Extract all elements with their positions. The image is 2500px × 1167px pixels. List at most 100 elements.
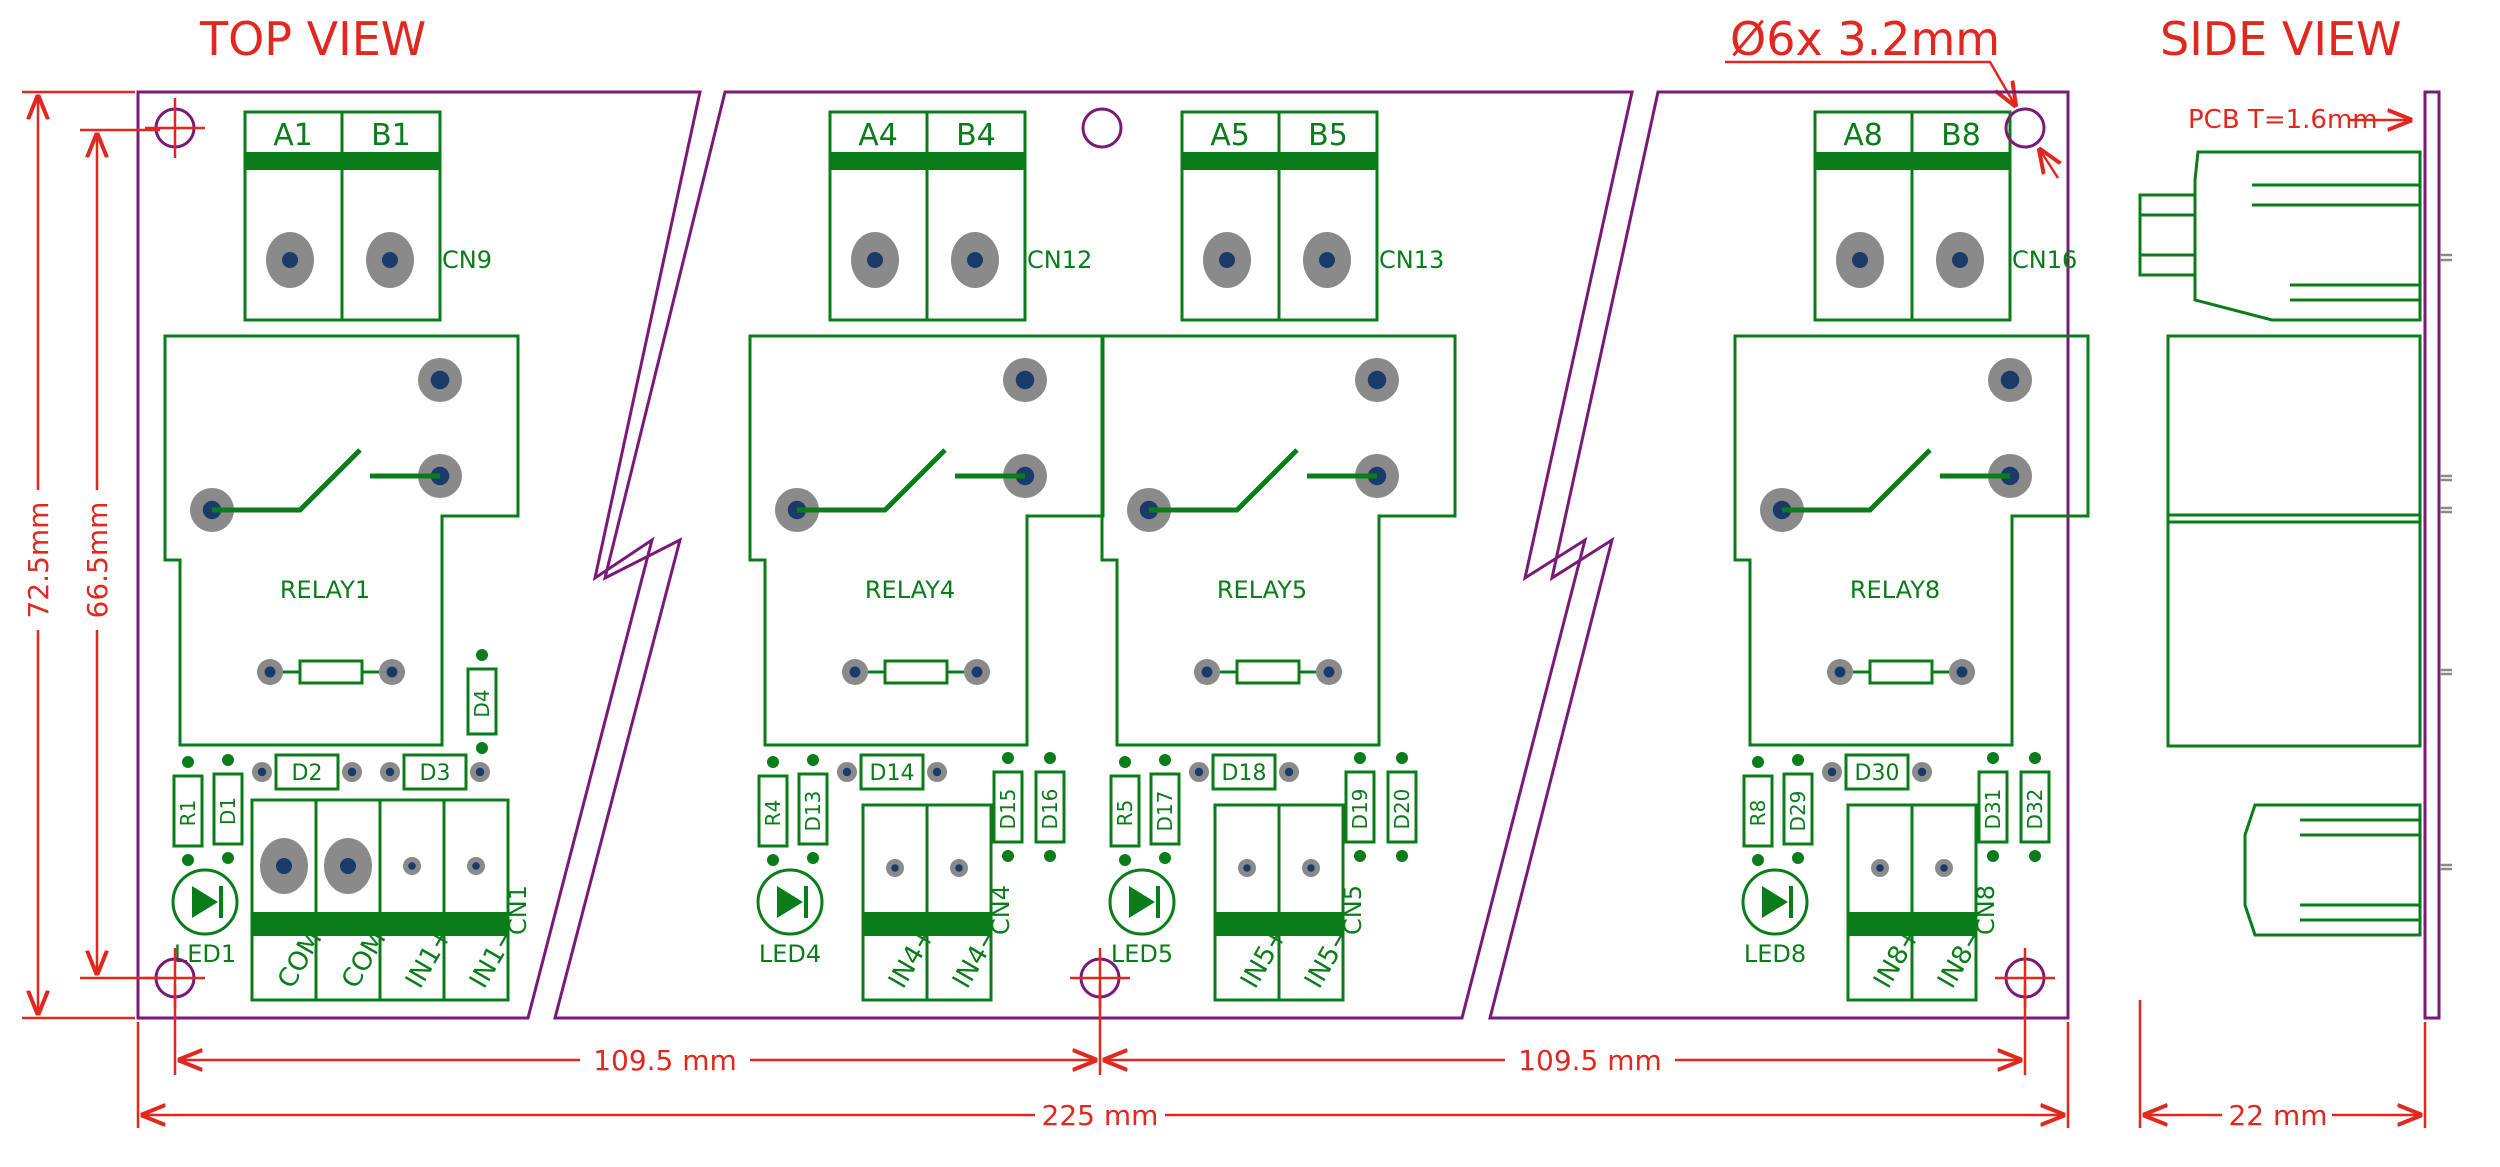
drill-hole [1952,252,1968,268]
drill-hole [1323,666,1335,678]
lead-dot [1354,752,1366,764]
drill-hole [386,666,398,678]
drill-hole [264,666,276,678]
drill-hole [1940,864,1948,872]
terminal-label-a: A4 [858,118,898,153]
diode-label-body [212,772,244,846]
drill-hole [472,862,480,870]
diode-label: D4 [470,689,494,717]
diode-label-body [1782,772,1814,846]
coil-body [883,659,949,685]
relay-switch [212,448,362,513]
lead-dot [1752,756,1764,768]
led-outline [1741,868,1809,936]
drill-hole [1243,864,1251,872]
terminal-label-b: B5 [1308,118,1348,153]
dim-height-outer: 72.5mm [22,502,55,619]
top-connector-label: CN13 [1379,246,1444,274]
led-symbol [1762,886,1788,918]
terminal-label-a: A1 [273,118,313,153]
drill-hole [1219,252,1235,268]
coil-body [1235,659,1301,685]
dim-height-inner: 66.5mm [81,502,114,619]
lead-dot [182,854,194,866]
diode-label: D15 [996,789,1020,830]
lead-dot [182,756,194,768]
hole-note: Ø6x 3.2mm [1730,12,2000,66]
lead-dot [807,754,819,766]
lead-dot [1002,850,1014,862]
led-outline [1108,868,1176,936]
drill-hole [1852,252,1868,268]
diode-label: D16 [1038,789,1062,830]
diode-label-body [274,753,340,791]
lead-dot [1396,752,1408,764]
relay-label: RELAY5 [1217,576,1307,604]
input-connector-label: CN8 [1972,885,2000,935]
lead-dot [222,852,234,864]
drill-hole [955,864,963,872]
resistor-label-body [757,774,789,848]
lead-dot [1119,756,1131,768]
diode-label: D3 [420,761,451,786]
diode-label: D30 [1855,761,1900,786]
relay-outline [163,334,520,747]
diode-label: D20 [1390,789,1414,830]
terminal-label-a: A5 [1210,118,1250,153]
terminal-label-b: B1 [371,118,411,153]
drill-hole [1367,370,1387,390]
drill-hole [276,858,292,874]
mounting-hole [1081,107,1123,149]
relay-switch [1149,448,1299,513]
diode-label-body [797,772,829,846]
lead-dot [1044,850,1056,862]
top-view-title: TOP VIEW [199,12,426,66]
drill-hole [382,252,398,268]
resistor-label-body [1742,774,1774,848]
input-connector-label: CN5 [1339,885,1367,935]
input-connector-label: CN4 [987,885,1015,935]
drill-hole [1917,767,1927,777]
led-label: LED8 [1744,940,1806,968]
lead-dot [1752,854,1764,866]
diode-label: D2 [292,761,323,786]
pcb-section-left [136,90,702,1020]
relay-label: RELAY1 [280,576,370,604]
drill-hole [2000,370,2020,390]
lead-dot [1396,850,1408,862]
drill-hole [842,767,852,777]
resistor-label: R8 [1746,800,1770,827]
drill-hole [1284,767,1294,777]
drill-hole [475,767,485,777]
led-outline [756,868,824,936]
diode-label-body [859,753,925,791]
drill-hole [867,252,883,268]
lead-dot [1354,850,1366,862]
led-label: LED4 [759,940,821,968]
coil-body [1868,659,1934,685]
hole-note-leader [1725,60,2015,105]
diode-label-body [1211,753,1277,791]
side-relay [2166,334,2422,748]
mounting-hole [2004,107,2046,149]
lead-dot [2029,752,2041,764]
resistor-label-body [172,774,204,848]
drill-hole [967,252,983,268]
diode-label-body [466,667,498,736]
led-symbol [777,886,803,918]
side-terminal-block [2138,150,2422,322]
lead-dot [1792,754,1804,766]
led-outline [171,868,239,936]
dimension-lines: 72.5mm 66.5mm 109.5 mm 109.5 mm 225 mm 2… [22,90,2427,1132]
pcb-section-middle [553,90,1634,1020]
diode-label: D13 [801,791,825,832]
drill-hole [385,767,395,777]
relay-label: RELAY4 [865,576,955,604]
resistor-label: R5 [1113,800,1137,827]
top-connector-label: CN16 [2012,246,2077,274]
diode-label: D29 [1786,791,1810,832]
top-connector-label: CN12 [1027,246,1092,274]
